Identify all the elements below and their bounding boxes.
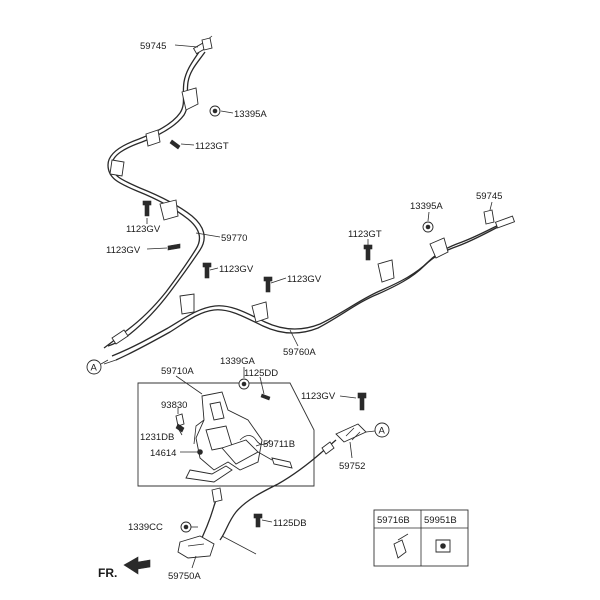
label-1123gv-e: 1123GV xyxy=(301,391,336,402)
label-59752: 59752 xyxy=(339,461,365,472)
pedal-assembly-59710a xyxy=(175,378,293,483)
label-1123gv-c: 1123GV xyxy=(219,264,254,275)
label-59710a: 59710A xyxy=(161,366,194,377)
label-59770: 59770 xyxy=(221,233,247,244)
label-13395a-top: 13395A xyxy=(234,109,267,120)
label-59745-top: 59745 xyxy=(140,41,166,52)
label-1123gv-d: 1123GV xyxy=(287,274,322,285)
circle-a-marker-left xyxy=(86,359,109,375)
part-labels: 59745 13395A 1123GT 1123GV 59770 1123GV … xyxy=(91,41,503,582)
label-59760a: 59760A xyxy=(283,347,316,358)
label-59745-right: 59745 xyxy=(476,191,502,202)
label-59711b: 59711B xyxy=(263,439,295,450)
right-rear-cable-59760a xyxy=(103,215,516,365)
label-1125db: 1125DB xyxy=(273,518,307,529)
left-rear-cable-59770 xyxy=(103,35,213,349)
label-1123gt-right: 1123GT xyxy=(348,229,382,240)
label-inset-59951b: 59951B xyxy=(424,515,457,526)
bolt-1123gv-a xyxy=(142,200,152,217)
label-59750a: 59750A xyxy=(168,571,201,582)
nut-13395a-top xyxy=(209,105,221,117)
leader-lines-upper xyxy=(146,44,493,347)
nut-13395a-right xyxy=(422,221,434,233)
circle-a-marker-right xyxy=(365,422,390,438)
label-1123gv-b: 1123GV xyxy=(106,245,141,256)
bolt-1123gv-c xyxy=(202,262,212,279)
bolt-1123gv-b xyxy=(167,243,181,251)
label-13395a-right: 13395A xyxy=(410,201,443,212)
clip-59745-top xyxy=(201,37,213,51)
label-circle-a-right: A xyxy=(379,426,386,437)
label-inset-59716b: 59716B xyxy=(377,515,410,526)
clip-59745-right xyxy=(483,209,495,225)
label-1339ga: 1339GA xyxy=(220,356,256,367)
label-93830: 93830 xyxy=(161,400,187,411)
label-1123gv-a: 1123GV xyxy=(126,224,161,235)
front-cable-59752 xyxy=(277,392,367,485)
bolt-1123gt-top xyxy=(169,139,181,150)
bolt-1123gv-d xyxy=(263,276,273,293)
leader-lines-lower xyxy=(175,367,357,569)
bolt-1123gt-right xyxy=(363,244,373,261)
front-direction-arrow-icon xyxy=(123,556,151,575)
label-1231db: 1231DB xyxy=(140,432,174,443)
label-1339cc: 1339CC xyxy=(128,522,163,533)
label-front: FR. xyxy=(98,566,117,580)
label-1123gt-top: 1123GT xyxy=(195,141,229,152)
label-circle-a-left: A xyxy=(91,363,98,374)
label-14614: 14614 xyxy=(150,448,176,459)
lower-cable-59750a xyxy=(177,483,279,559)
inset-parts-table xyxy=(373,509,469,567)
label-1125dd: 1125DD xyxy=(244,368,278,379)
inset-part-59716b-icon xyxy=(393,533,409,559)
inset-part-59951b-icon xyxy=(435,539,451,553)
